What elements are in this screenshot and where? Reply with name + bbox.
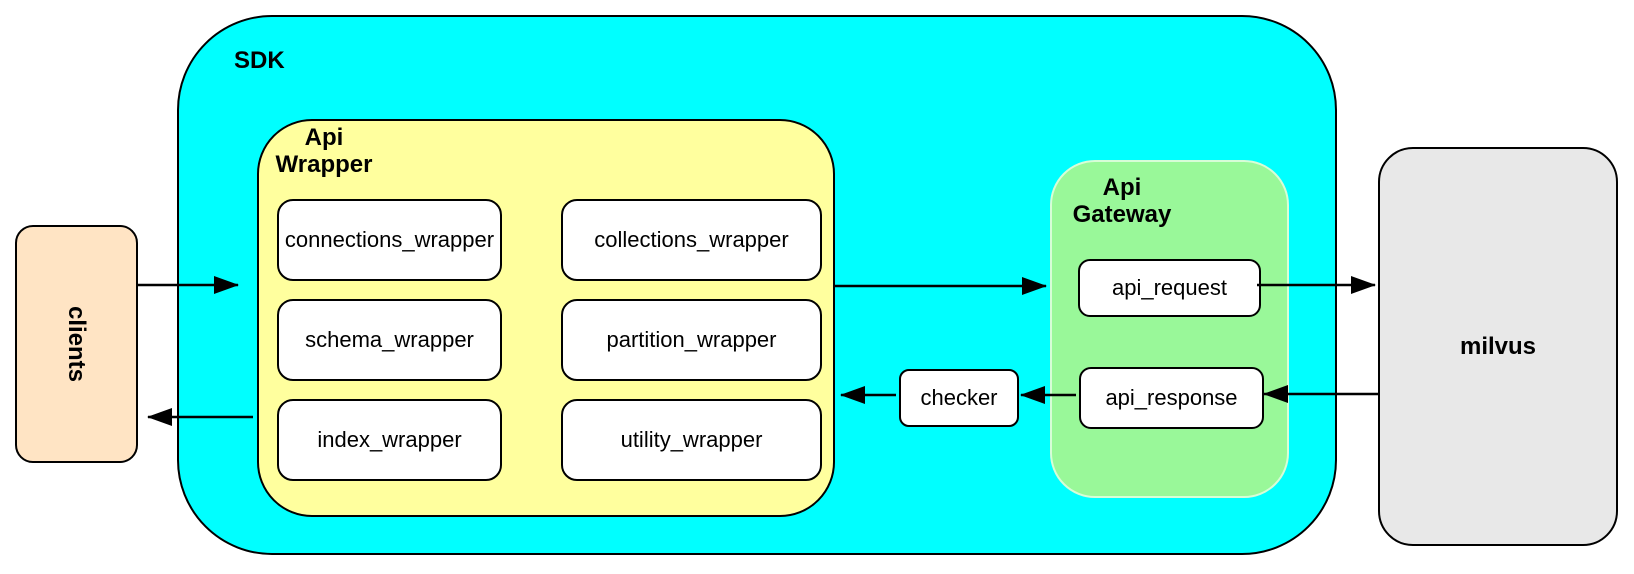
- node-sdk: SDK Api Wrapper connections_wrapper coll…: [177, 15, 1337, 555]
- api-gateway-label: Api Gateway: [1052, 174, 1192, 228]
- node-milvus: milvus: [1378, 147, 1618, 546]
- node-api-gateway: Api Gateway api_request api_response: [1050, 160, 1289, 498]
- node-api-wrapper: Api Wrapper connections_wrapper collecti…: [257, 119, 835, 517]
- node-index-wrapper: index_wrapper: [277, 399, 502, 481]
- node-utility-wrapper: utility_wrapper: [561, 399, 822, 481]
- node-checker: checker: [899, 369, 1019, 427]
- clients-label: clients: [63, 305, 91, 383]
- node-partition-wrapper: partition_wrapper: [561, 299, 822, 381]
- api-wrapper-label-line1: Api: [304, 124, 344, 151]
- api-gateway-label-line2: Gateway: [1072, 201, 1172, 228]
- sdk-label: SDK: [234, 47, 285, 74]
- milvus-label: milvus: [1459, 332, 1537, 360]
- node-collections-wrapper: collections_wrapper: [561, 199, 822, 281]
- node-clients: clients: [15, 225, 138, 463]
- api-wrapper-label-line2: Wrapper: [275, 151, 373, 178]
- api-gateway-label-line1: Api: [1102, 174, 1142, 201]
- node-api-response: api_response: [1079, 367, 1264, 429]
- node-api-request: api_request: [1078, 259, 1261, 317]
- api-wrapper-label: Api Wrapper: [264, 124, 384, 178]
- node-connections-wrapper: connections_wrapper: [277, 199, 502, 281]
- node-schema-wrapper: schema_wrapper: [277, 299, 502, 381]
